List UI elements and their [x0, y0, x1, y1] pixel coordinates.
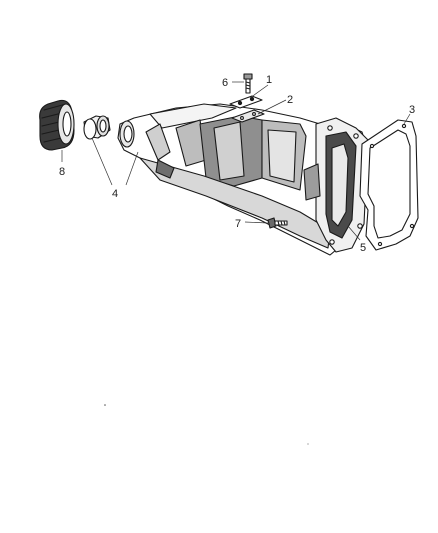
callout-3: 3 — [409, 104, 415, 116]
leader-4a — [91, 137, 113, 186]
leader-4b — [125, 151, 139, 186]
callout-2: 2 — [287, 94, 293, 106]
part-7-bolt — [267, 217, 288, 229]
leader-2 — [257, 99, 287, 115]
speck — [104, 404, 106, 406]
part-4-bushing — [83, 115, 111, 140]
callout-4: 4 — [112, 188, 118, 200]
leader-lines — [61, 81, 411, 241]
part-5-extension-housing — [117, 103, 369, 256]
callout-6: 6 — [222, 77, 228, 89]
callout-5: 5 — [360, 242, 366, 254]
callout-7: 7 — [235, 218, 241, 230]
part-3-gasket — [359, 119, 419, 251]
leader-1 — [249, 84, 269, 99]
part-6-bolt — [243, 73, 253, 94]
speck — [307, 443, 309, 445]
part-2-spacer — [231, 109, 265, 123]
part-8-boot-seal — [39, 99, 75, 151]
callout-1: 1 — [266, 74, 272, 86]
callout-8: 8 — [59, 166, 65, 178]
part-1-plate — [229, 95, 263, 109]
leader-3 — [403, 113, 411, 125]
leader-5 — [347, 225, 361, 241]
leader-7 — [244, 221, 269, 224]
callout-labels: 6 1 2 3 4 5 7 8 — [59, 74, 415, 254]
